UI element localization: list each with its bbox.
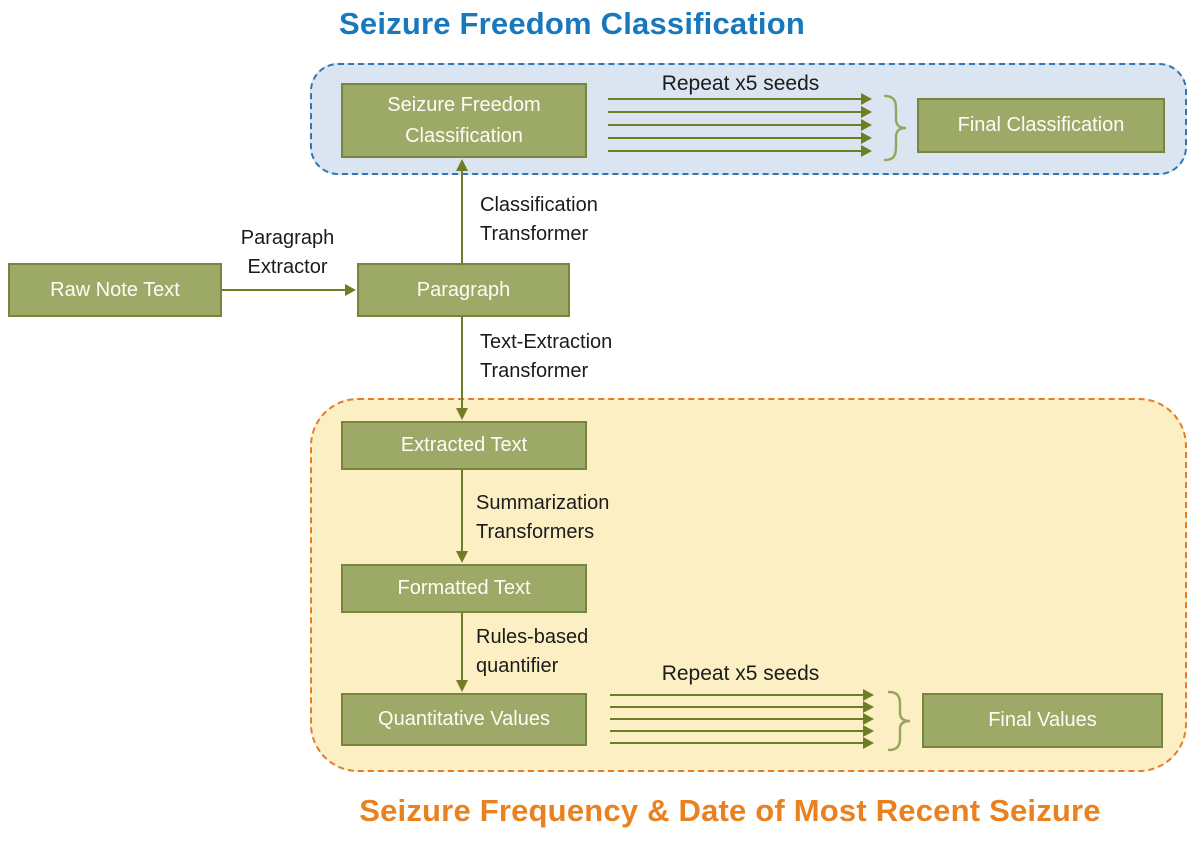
edge-raw-to-paragraph xyxy=(222,284,356,296)
arrowhead-icon xyxy=(863,725,874,737)
node-quantitative-values: Quantitative Values xyxy=(341,693,587,746)
edge-extracted-to-formatted xyxy=(456,470,468,563)
repeat-arrow-bottom-2 xyxy=(610,701,874,713)
edge-paragraph-to-extracted xyxy=(456,317,468,420)
node-final-values: Final Values xyxy=(922,693,1163,748)
arrowhead-icon xyxy=(456,159,468,171)
node-formatted-text: Formatted Text xyxy=(341,564,587,613)
label-classification-transformer: Classification Transformer xyxy=(480,194,598,245)
brace-icon xyxy=(887,690,911,752)
arrowhead-icon xyxy=(861,119,872,131)
arrowhead-icon xyxy=(861,93,872,105)
repeat-arrow-top-1 xyxy=(608,93,872,105)
node-final-classification: Final Classification xyxy=(917,98,1165,153)
repeat-arrow-top-4 xyxy=(608,132,872,144)
label-repeat-seeds-bottom: Repeat x5 seeds xyxy=(661,662,820,685)
label-summarization-transformers: Summarization Transformers xyxy=(476,492,610,543)
repeat-arrow-bottom-1 xyxy=(610,689,874,701)
arrowhead-icon xyxy=(861,145,872,157)
edge-paragraph-to-classification xyxy=(456,159,468,265)
node-paragraph: Paragraph xyxy=(357,263,570,317)
label-rules-based-quantifier: Rules-based quantifier xyxy=(476,626,589,677)
arrowhead-icon xyxy=(345,284,356,296)
repeat-arrow-top-5 xyxy=(608,145,872,157)
node-seizure-freedom-classification: Seizure Freedom Classification xyxy=(341,83,587,158)
repeat-arrow-bottom-4 xyxy=(610,725,874,737)
node-raw-note-text: Raw Note Text xyxy=(8,263,222,317)
label-paragraph-extractor: Paragraph Extractor xyxy=(240,227,335,278)
arrowhead-icon xyxy=(861,106,872,118)
arrowhead-icon xyxy=(456,680,468,692)
repeat-arrow-bottom-5 xyxy=(610,737,874,749)
arrowhead-icon xyxy=(863,737,874,749)
repeat-arrow-bottom-3 xyxy=(610,713,874,725)
edge-formatted-to-quantitative xyxy=(456,613,468,692)
label-repeat-seeds-top: Repeat x5 seeds xyxy=(661,72,820,95)
title-seizure-frequency-date: Seizure Frequency & Date of Most Recent … xyxy=(359,793,1101,828)
arrowhead-icon xyxy=(863,713,874,725)
node-extracted-text: Extracted Text xyxy=(341,421,587,470)
arrowhead-icon xyxy=(863,689,874,701)
arrowhead-icon xyxy=(456,551,468,563)
arrowhead-icon xyxy=(456,408,468,420)
label-text-extraction-transformer: Text-Extraction Transformer xyxy=(480,331,613,382)
arrowhead-icon xyxy=(863,701,874,713)
arrowhead-icon xyxy=(861,132,872,144)
title-seizure-freedom-classification: Seizure Freedom Classification xyxy=(339,6,805,41)
repeat-arrow-top-3 xyxy=(608,119,872,131)
brace-icon xyxy=(883,94,907,162)
repeat-arrow-top-2 xyxy=(608,106,872,118)
